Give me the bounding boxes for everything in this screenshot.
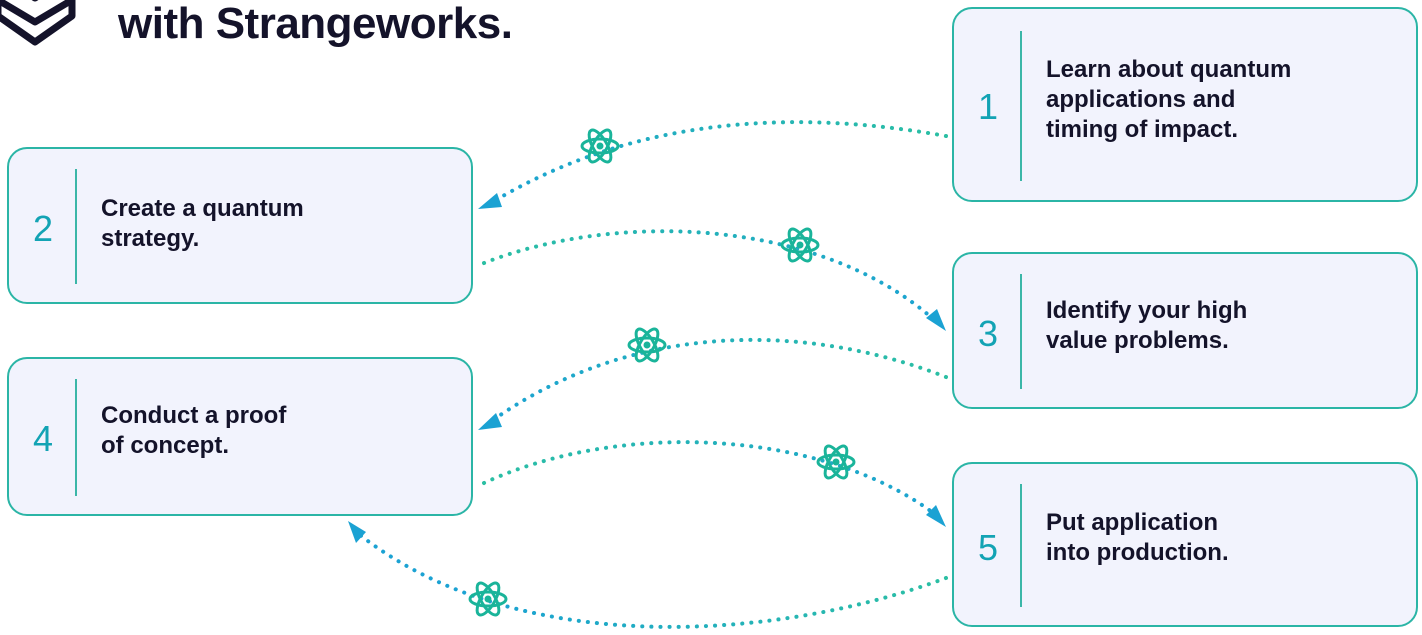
step-divider bbox=[1020, 484, 1022, 607]
arrow-step4-to-step5 bbox=[482, 440, 934, 514]
step-text-line: strategy. bbox=[101, 225, 200, 252]
step-text-line: value problems. bbox=[1046, 327, 1229, 354]
step-divider bbox=[75, 169, 77, 284]
step-text-line: into production. bbox=[1046, 539, 1229, 566]
arrow-head-step2 bbox=[478, 193, 502, 209]
arrow-head-step4 bbox=[478, 413, 502, 430]
step-card-2: 2 Create a quantum strategy. bbox=[7, 147, 473, 304]
arrow-step1-to-step2 bbox=[494, 120, 948, 202]
atom-icon bbox=[468, 578, 508, 620]
step-number: 1 bbox=[977, 86, 999, 127]
step-text: Learn about quantum applications and tim… bbox=[1046, 55, 1402, 145]
arrow-step3-to-step4 bbox=[494, 337, 948, 420]
step-card-4: 4 Conduct a proof of concept. bbox=[7, 357, 473, 516]
arrow-head-step5 bbox=[926, 505, 946, 527]
step-text: Identify your high value problems. bbox=[1046, 296, 1402, 356]
step-text: Put application into production. bbox=[1046, 508, 1402, 568]
step-text-line: applications and bbox=[1046, 86, 1236, 113]
step-divider bbox=[75, 379, 77, 496]
step-text-line: Create a quantum bbox=[101, 195, 304, 222]
step-text: Conduct a proof of concept. bbox=[101, 401, 457, 461]
strangeworks-logo-icon bbox=[0, 0, 76, 46]
step-number: 5 bbox=[977, 527, 999, 568]
step-card-1: 1 Learn about quantum applications and t… bbox=[952, 7, 1418, 202]
step-divider bbox=[1020, 31, 1022, 181]
step-number: 4 bbox=[32, 418, 54, 459]
page-title: with Strangeworks. bbox=[118, 0, 513, 48]
step-text-line: timing of impact. bbox=[1046, 116, 1238, 143]
arrow-step2-to-step3 bbox=[482, 229, 934, 320]
step-number: 2 bbox=[32, 208, 54, 249]
arrow-head-step3 bbox=[926, 309, 946, 331]
step-text-line: Identify your high bbox=[1046, 297, 1248, 324]
step-number: 3 bbox=[977, 313, 999, 354]
step-divider bbox=[1020, 274, 1022, 389]
step-card-5: 5 Put application into production. bbox=[952, 462, 1418, 627]
step-text-line: of concept. bbox=[101, 432, 230, 459]
atom-icon bbox=[627, 324, 667, 366]
arrow-head-return bbox=[348, 521, 366, 543]
step-text-line: Learn about quantum bbox=[1046, 56, 1292, 83]
atom-icon bbox=[580, 125, 620, 167]
step-text: Create a quantum strategy. bbox=[101, 194, 457, 254]
step-text-line: Put application bbox=[1046, 509, 1219, 536]
arrow-step5-return bbox=[358, 533, 948, 629]
step-text-line: Conduct a proof bbox=[101, 402, 287, 429]
step-card-3: 3 Identify your high value problems. bbox=[952, 252, 1418, 409]
